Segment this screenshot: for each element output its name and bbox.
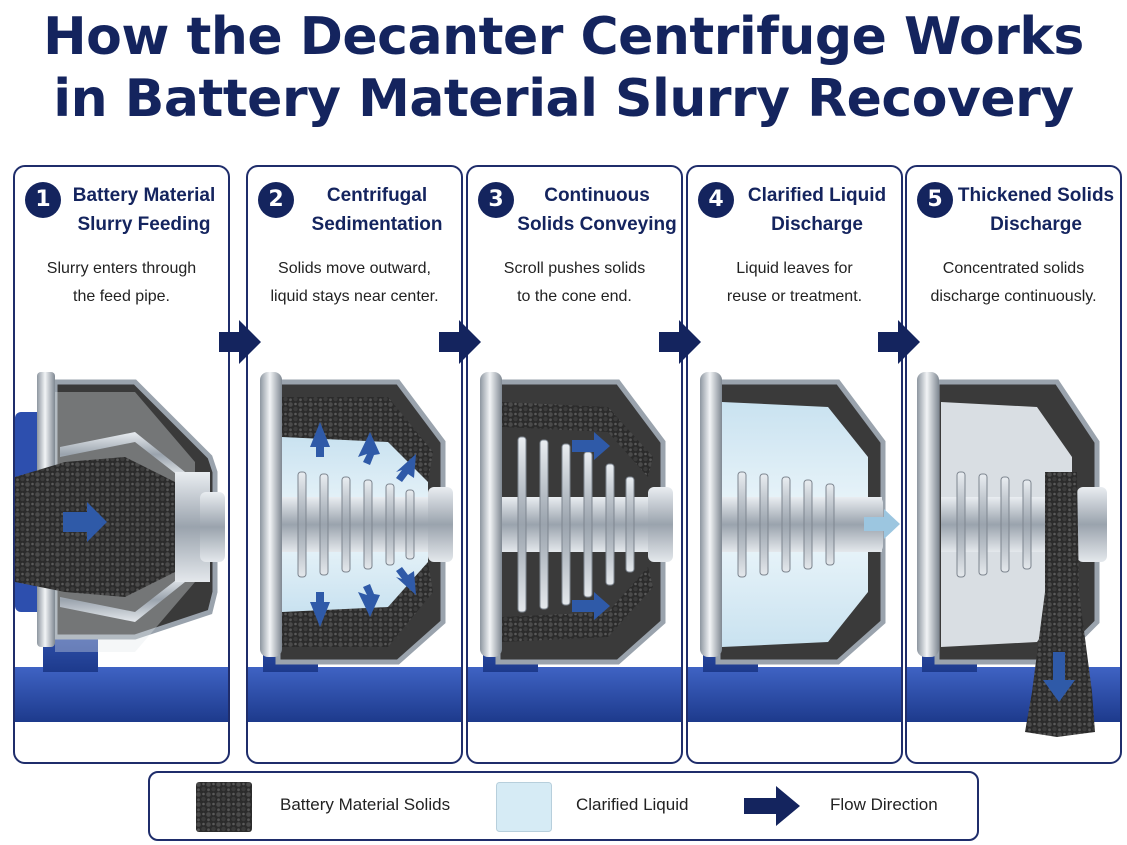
feed-pipe [15, 507, 35, 547]
step-title-line: Centrifugal [326, 185, 428, 206]
step-description-line: the feed pipe. [73, 288, 170, 305]
step-panel-3: 3 Continuous Solids Conveying Scroll pus… [466, 165, 683, 764]
step-description-line: Solids move outward, [278, 260, 431, 277]
conveying-arrow-bottom [572, 592, 610, 620]
solids-down-arrow [1043, 652, 1075, 702]
step-title-line: Clarified Liquid [747, 185, 887, 206]
decanter-sedimentation-illustration [248, 372, 461, 722]
base-frame [15, 667, 228, 722]
page-title: How the Decanter Centrifuge Works in Bat… [0, 6, 1127, 130]
step-description-line: liquid stays near center. [270, 288, 439, 305]
step-title-line: Continuous [544, 185, 650, 206]
step-title: Clarified Liquid Discharge [736, 181, 898, 239]
scroll-flights [956, 471, 1032, 578]
step-number-badge: 4 [698, 182, 734, 218]
solids-top [502, 402, 653, 477]
outward-arrows [310, 422, 416, 627]
decanter-liquid-discharge-illustration [688, 372, 901, 722]
scroll-blade-top [60, 432, 185, 477]
step-title: Thickened Solids Discharge [955, 181, 1117, 239]
step-description-line: Slurry enters through [46, 260, 197, 277]
scroll-blade-bottom [60, 577, 185, 622]
scroll-shaft [502, 497, 662, 552]
step-number-badge: 3 [478, 182, 514, 218]
step-number-badge: 5 [917, 182, 953, 218]
base-frame [688, 667, 901, 722]
step-description-line: discharge continuously. [930, 288, 1097, 305]
step-title-line: Discharge [990, 214, 1082, 235]
step-description-line: reuse or treatment. [726, 288, 863, 305]
flow-arrow-1-2 [219, 320, 261, 364]
step-title: Continuous Solids Conveying [516, 181, 678, 239]
scroll-flights [297, 471, 415, 578]
step-description: Scroll pushes solids to the cone end. [472, 255, 677, 311]
outlet-nozzle [1077, 487, 1107, 562]
solids-discharge-stream [1025, 472, 1095, 737]
flow-arrow-4-5 [878, 320, 920, 364]
legend-label-solids: Battery Material Solids [280, 795, 451, 814]
legend: Battery Material Solids Clarified Liquid… [148, 771, 979, 841]
step-title: Battery Material Slurry Feeding [63, 181, 225, 239]
step-number-badge: 2 [258, 182, 294, 218]
decanter-solids-discharge-illustration [907, 372, 1120, 737]
outlet-nozzle [648, 487, 673, 562]
conveying-arrow-top [572, 432, 610, 460]
scroll-flights [517, 436, 635, 613]
step-title-line: Sedimentation [311, 214, 443, 235]
title-line-1: How the Decanter Centrifuge Works [43, 7, 1084, 67]
base-frame [248, 667, 461, 722]
decanter-conveying-illustration [468, 372, 681, 722]
solids-bottom [502, 567, 653, 642]
scroll-flights [737, 471, 835, 578]
step-description-line: Liquid leaves for [736, 260, 853, 277]
step-title-line: Thickened Solids [957, 185, 1115, 206]
step-description: Slurry enters through the feed pipe. [19, 255, 224, 311]
solids-swatch [196, 782, 252, 832]
step-panel-2: 2 Centrifugal Sedimentation Solids move … [246, 165, 463, 764]
step-title: Centrifugal Sedimentation [296, 181, 458, 239]
step-description: Liquid leaves for reuse or treatment. [692, 255, 897, 311]
front-flange [700, 372, 722, 657]
liquid-swatch [496, 782, 552, 832]
step-description: Solids move outward, liquid stays near c… [252, 255, 457, 311]
step-title-line: Discharge [771, 214, 863, 235]
step-description-line: Concentrated solids [942, 260, 1085, 277]
legend-label-liquid: Clarified Liquid [576, 795, 689, 814]
step-description-line: Scroll pushes solids [503, 260, 646, 277]
solids-ring-top [282, 397, 433, 482]
step-number-badge: 1 [25, 182, 61, 218]
step-panel-4: 4 Clarified Liquid Discharge Liquid leav… [686, 165, 903, 764]
scroll-shaft [282, 497, 442, 552]
flow-arrow-2-3 [439, 320, 481, 364]
flow-direction-arrow-icon [744, 786, 800, 826]
step-panel-5: 5 Thickened Solids Discharge Concentrate… [905, 165, 1122, 764]
flow-arrow-3-4 [659, 320, 701, 364]
step-title-line: Battery Material [72, 185, 216, 206]
step-description: Concentrated solids discharge continuous… [911, 255, 1116, 311]
liquid-outflow-arrow [864, 509, 900, 539]
flow-arrow [63, 502, 107, 542]
front-flange [480, 372, 502, 657]
step-title-line: Slurry Feeding [77, 214, 211, 235]
step-title-line: Solids Conveying [517, 214, 677, 235]
base-frame [468, 667, 681, 722]
step-panel-1: 1 Battery Material Slurry Feeding Slurry… [13, 165, 230, 764]
front-flange [260, 372, 282, 657]
outlet-nozzle [200, 492, 225, 562]
title-line-2: in Battery Material Slurry Recovery [53, 69, 1074, 129]
front-flange [917, 372, 939, 657]
decanter-feeding-illustration [15, 372, 228, 722]
outlet-nozzle [428, 487, 453, 562]
legend-label-flow: Flow Direction [830, 795, 938, 814]
step-description-line: to the cone end. [517, 288, 632, 305]
